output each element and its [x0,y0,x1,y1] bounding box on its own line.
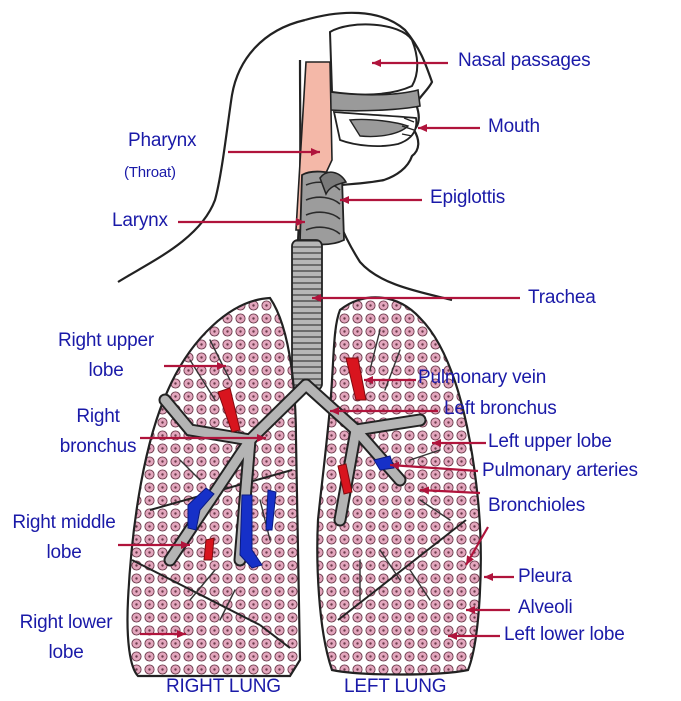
label-mouth: Mouth [488,116,540,138]
label-larynx: Larynx [112,210,168,232]
label-right-lung: RIGHT LUNG [166,676,281,698]
trachea-tube [292,240,322,390]
label-right-middle-lobe: Right middle lobe [4,512,124,564]
label-right-upper-lobe-line2: lobe [46,360,166,382]
label-trachea: Trachea [528,287,596,309]
label-right-bronchus-line1: Right [48,406,148,428]
label-nasal-passages: Nasal passages [458,50,590,72]
label-pulmonary-vein: Pulmonary vein [418,367,546,389]
label-right-middle-lobe-line1: Right middle [4,512,124,534]
label-left-bronchus: Left bronchus [444,398,557,420]
label-right-bronchus: Right bronchus [48,406,148,458]
label-epiglottis: Epiglottis [430,187,505,209]
label-right-lower-lobe-line1: Right lower [6,612,126,634]
label-right-upper-lobe-line1: Right upper [46,330,166,352]
label-pleura: Pleura [518,566,572,588]
label-left-lower-lobe: Left lower lobe [504,624,625,646]
nasal-cavity [330,24,420,146]
label-left-upper-lobe: Left upper lobe [488,431,612,453]
label-right-lower-lobe-line2: lobe [6,642,126,664]
label-pulmonary-arteries: Pulmonary arteries [482,460,638,482]
label-right-upper-lobe: Right upper lobe [46,330,166,382]
label-throat: (Throat) [124,162,176,184]
larynx [300,172,346,245]
label-right-bronchus-line2: bronchus [48,436,148,458]
label-right-lower-lobe: Right lower lobe [6,612,126,664]
label-left-lung: LEFT LUNG [344,676,446,698]
label-alveoli: Alveoli [518,597,573,619]
label-pharynx: Pharynx [128,130,196,152]
label-bronchioles: Bronchioles [488,495,585,517]
label-right-middle-lobe-line2: lobe [4,542,124,564]
